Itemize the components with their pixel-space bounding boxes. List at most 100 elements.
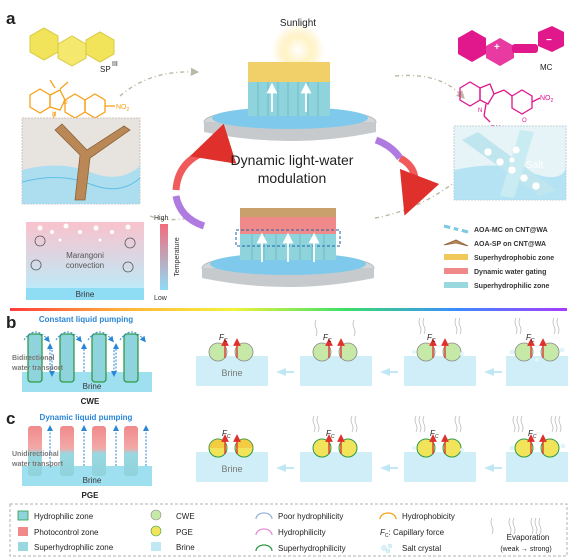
temperature-high-label: High	[154, 215, 169, 222]
panel-b-step3-fc: FC	[427, 333, 436, 344]
legend-salt-crystal: Salt crystal	[402, 544, 441, 553]
mc-label: MC	[540, 63, 553, 72]
center-title-line2: modulation	[258, 170, 327, 186]
panel-b-step-4	[506, 317, 568, 386]
panel-b-step-2	[300, 319, 372, 386]
legend-photocontrol-zone: Photocontrol zone	[34, 528, 99, 537]
legend-superhydrophilicity: Superhydrophilicity	[278, 544, 346, 553]
panel-c-step1-brine: Brine	[221, 464, 242, 474]
marangoni-label-line1: Marangoni	[66, 251, 104, 260]
mc-molecule-icon: + −	[458, 26, 564, 66]
temperature-low-label: Low	[154, 295, 168, 302]
mc-n-label: N	[478, 108, 482, 114]
evaporation-icon	[490, 517, 542, 535]
sp-label: SP	[100, 65, 111, 74]
bottom-evaporator-illustration	[201, 208, 375, 287]
legend-swatch-superhydrophilic-zone	[18, 542, 28, 551]
panel-c-pump-label: Dynamic liquid pumping	[40, 413, 133, 422]
legend-superhydrophilic-zone: Superhydrophilic zone	[34, 543, 114, 552]
panel-c-transport-line1: Unidirectional	[12, 451, 59, 458]
temperature-bar	[160, 224, 168, 290]
panel-a-legend: AOA-MC on CNT@WA AOA-SP on CNT@WA Superh…	[443, 224, 554, 290]
sp-n-label: N	[52, 112, 56, 118]
legend-hydrophilic-zone: Hydrophilic zone	[34, 512, 94, 521]
mc-plus-sign: +	[494, 42, 500, 53]
sp-mark: III	[112, 61, 118, 68]
legend-evaporation-range: (weak → strong)	[500, 546, 551, 553]
legend-swatch-cwe	[150, 509, 162, 521]
panel-b-flow-arrow-3	[484, 368, 502, 376]
legend-label-superhydrophobic: Superhydrophobic zone	[474, 255, 554, 262]
mc-o-label: O	[522, 118, 527, 124]
legend-poor-hydrophilicity: Poor hydrophilicity	[278, 512, 343, 521]
transition-arrow-right-red	[398, 154, 440, 216]
legend-pge: PGE	[176, 528, 193, 537]
panel-label-b: b	[6, 313, 16, 332]
panel-b-pump-label: Constant liquid pumping	[39, 315, 133, 324]
sp-no2-label: NO2	[116, 104, 130, 113]
pge-structure	[22, 425, 152, 486]
legend-hydrophobicity: Hydrophobicity	[402, 512, 455, 521]
legend-label-aoa-sp: AOA-SP on CNT@WA	[474, 241, 546, 248]
panel-c-brine-label: Brine	[83, 476, 102, 485]
transition-arrow-left-purple	[172, 195, 206, 230]
panel-label-c: c	[6, 409, 15, 428]
panel-c-transport-line2: water transport	[11, 461, 64, 468]
legend-swatch-hydrophobicity	[379, 512, 397, 520]
salt-label: Salt	[526, 160, 543, 171]
panel-c-step-3	[404, 415, 476, 482]
legend-swatch-superhydrophobic	[444, 254, 468, 260]
sp-o-label: O	[63, 100, 68, 106]
connector-dashed-right	[394, 74, 465, 100]
legend-swatch-hydrophilicity	[255, 528, 273, 536]
panel-b-name: CWE	[81, 397, 100, 406]
mc-no2-label: NO2	[540, 95, 554, 104]
panel-b-transport-line1: Bidirectional	[12, 355, 54, 362]
panel-b-transport-line2: water transport	[11, 365, 64, 372]
panel-b-step1-fc: FC	[219, 333, 228, 344]
panel-c-flow-arrow-3	[484, 464, 502, 472]
panel-b-step-3	[404, 317, 476, 386]
panel-c-step-4	[506, 415, 568, 482]
panel-b-brine-label: Brine	[83, 382, 102, 391]
transition-arrow-left-red	[172, 123, 237, 191]
panel-b-step-1	[196, 338, 268, 386]
legend-swatch-pge	[150, 525, 162, 537]
legend-swatch-photocontrol-zone	[18, 527, 28, 536]
marangoni-illustration	[26, 222, 144, 300]
panel-c-flow-arrow-1	[276, 464, 294, 472]
legend-label-superhydrophilic: Superhydrophilic zone	[474, 283, 550, 290]
panel-c-step1-fc: FC	[222, 429, 231, 440]
legend-label-aoa-mc: AOA-MC on CNT@WA	[474, 227, 548, 234]
legend-swatch-superhydrophilicity	[255, 544, 273, 552]
mc-structure-icon	[459, 81, 541, 123]
sunlight-label: Sunlight	[280, 18, 316, 29]
panel-b-flow-arrow-2	[380, 368, 398, 376]
marangoni-label-line2: convection	[66, 261, 104, 270]
panel-c-step3-fc: FC	[430, 429, 439, 440]
legend-swatch-superhydrophilic	[444, 282, 468, 288]
rainbow-divider	[10, 308, 567, 311]
legend-swatch-aoa-mc	[443, 224, 469, 234]
legend-cwe: CWE	[176, 512, 195, 521]
panel-b-flow-arrow-1	[276, 368, 294, 376]
bottom-legend-frame	[9, 503, 568, 557]
panel-b-step4-fc: FC	[526, 333, 535, 344]
panel-b-step1-brine: Brine	[221, 368, 242, 378]
legend-label-water-gating: Dynamic water gating	[474, 269, 546, 276]
cwe-structure	[22, 331, 152, 392]
panel-label-a: a	[6, 9, 16, 28]
mc-minus-sign: −	[546, 35, 552, 46]
center-title-line1: Dynamic light-water	[231, 152, 354, 168]
legend-swatch-brine	[151, 542, 161, 551]
transition-arrow-right-purple	[374, 136, 403, 161]
legend-swatch-salt-crystal	[381, 543, 393, 554]
top-evaporator-illustration	[203, 62, 377, 141]
marangoni-brine-label: Brine	[76, 290, 95, 299]
wood-channel-illustration	[21, 117, 141, 205]
legend-swatch-poor-hydrophilicity	[255, 512, 273, 520]
temperature-axis-label: Temperature	[174, 237, 181, 276]
legend-capillary-force: FC: Capillary force	[380, 528, 445, 539]
panel-c-step-1	[196, 434, 268, 482]
